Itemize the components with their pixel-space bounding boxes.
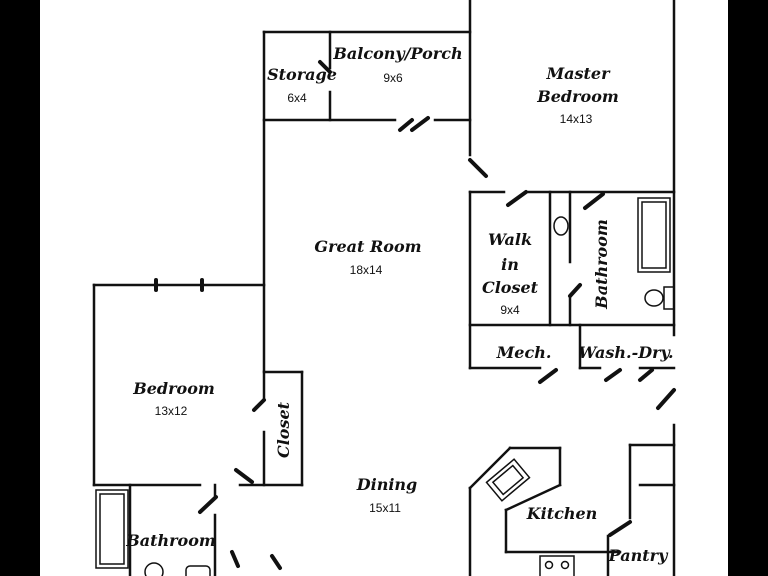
bathroom-label: Bathroom — [125, 531, 216, 550]
storage-size: 6x4 — [287, 91, 307, 105]
walls — [92, 0, 676, 576]
balcony-label: Balcony/Porch — [332, 44, 462, 63]
walk-in-closet-label-1: Walk — [488, 230, 532, 249]
mech-label: Mech. — [496, 343, 552, 362]
dining-size: 15x11 — [369, 501, 401, 515]
walk-in-closet-label-3: Closet — [482, 278, 539, 297]
floor-plan: Storage 6x4 Balcony/Porch 9x6 Master Bed… — [92, 0, 676, 576]
kitchen-label: Kitchen — [526, 504, 598, 523]
dining-label: Dining — [356, 475, 417, 494]
great-room-label: Great Room — [314, 237, 421, 256]
master-bedroom-label-1: Master — [545, 64, 611, 83]
master-bedroom-size: 14x13 — [560, 112, 593, 126]
closet-label: Closet — [274, 401, 293, 458]
master-bedroom-label-2: Bedroom — [536, 87, 619, 106]
great-room-size: 18x14 — [350, 263, 383, 277]
walk-in-closet-label-2: in — [501, 255, 519, 274]
storage-label: Storage — [267, 65, 337, 84]
walk-in-closet-size: 9x4 — [500, 303, 520, 317]
door-marks — [154, 60, 676, 570]
room-labels: Storage 6x4 Balcony/Porch 9x6 Master Bed… — [125, 44, 673, 565]
pantry-label: Pantry — [608, 546, 669, 565]
master-bathroom-label: Bathroom — [592, 219, 611, 310]
balcony-size: 9x6 — [383, 71, 403, 85]
wash-dry-label: Wash.-Dry. — [578, 343, 673, 362]
bedroom-size: 13x12 — [155, 404, 188, 418]
fixtures — [95, 197, 675, 576]
floor-plan-page: Storage 6x4 Balcony/Porch 9x6 Master Bed… — [40, 0, 728, 576]
bedroom-label: Bedroom — [132, 379, 215, 398]
